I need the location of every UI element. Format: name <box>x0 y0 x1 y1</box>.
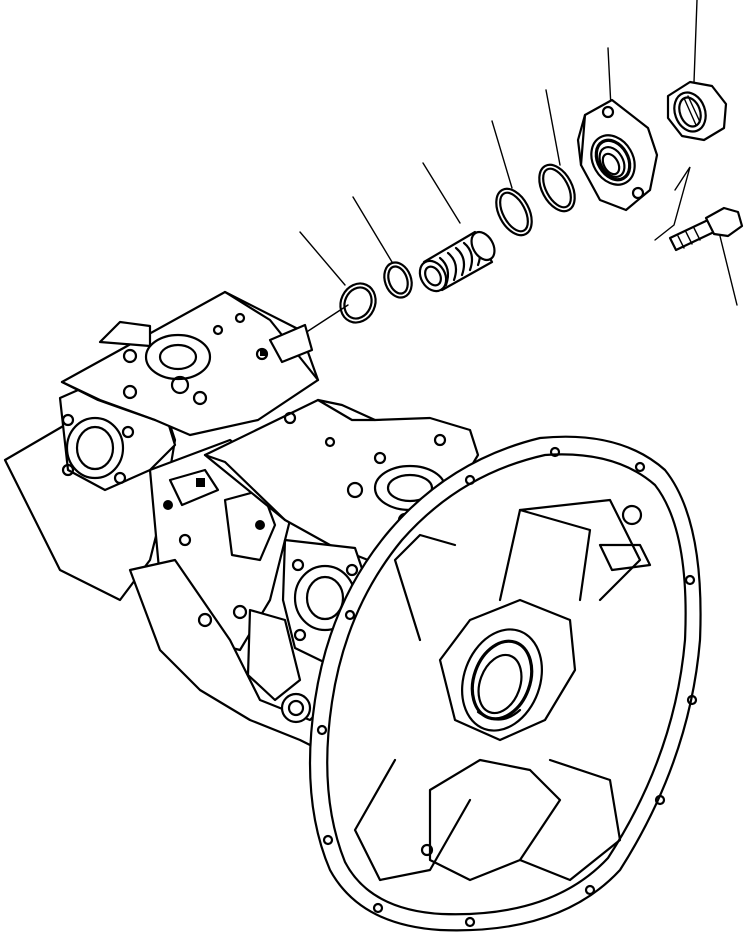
bolt-axis <box>654 166 691 241</box>
leader-o-ring-small <box>299 231 346 286</box>
bolt-head <box>260 350 266 356</box>
leader-o-ring-medium <box>352 196 393 263</box>
o-ring-icon <box>383 261 413 299</box>
flywheel-housing <box>308 435 702 932</box>
bolt-icon <box>668 206 744 252</box>
leader-o-ring-large-1 <box>491 120 513 189</box>
leader-bolt <box>717 227 738 306</box>
nut-icon <box>666 80 728 142</box>
o-ring-icon <box>495 187 533 237</box>
o-ring-icon <box>538 163 576 213</box>
leader-o-ring-large-2 <box>545 89 561 166</box>
o-ring-icon <box>339 282 377 324</box>
leader-flange-cover <box>607 47 612 109</box>
leader-spring-sleeve <box>422 162 461 224</box>
spring-icon <box>418 230 496 293</box>
callout-leaders <box>299 0 738 336</box>
leader-hex-nut <box>693 0 698 83</box>
flange-icon <box>576 98 659 212</box>
